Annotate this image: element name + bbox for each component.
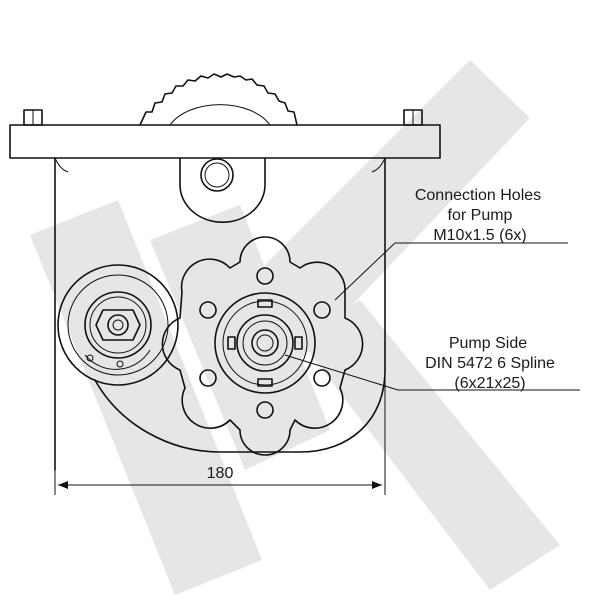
connection-holes-label-3: M10x1.5 (6x) bbox=[433, 227, 526, 244]
pump-side-label-2: DIN 5472 6 Spline bbox=[425, 355, 555, 372]
pump-side-label-1: Pump Side bbox=[449, 335, 527, 352]
dimension-label: 180 bbox=[207, 465, 234, 482]
connection-holes-label-2: for Pump bbox=[448, 207, 513, 224]
connection-holes-label-1: Connection Holes bbox=[415, 187, 541, 204]
left-shaft bbox=[57, 264, 179, 386]
mounting-plate bbox=[9, 109, 441, 159]
dimension-180 bbox=[54, 370, 386, 495]
gear bbox=[139, 73, 298, 126]
center-hub bbox=[179, 157, 266, 223]
watermark-logo bbox=[30, 60, 560, 595]
pump-side-label-3: (6x21x25) bbox=[454, 375, 525, 392]
leader-lines bbox=[284, 242, 580, 391]
housing bbox=[54, 157, 386, 471]
pump-flange bbox=[161, 236, 364, 456]
